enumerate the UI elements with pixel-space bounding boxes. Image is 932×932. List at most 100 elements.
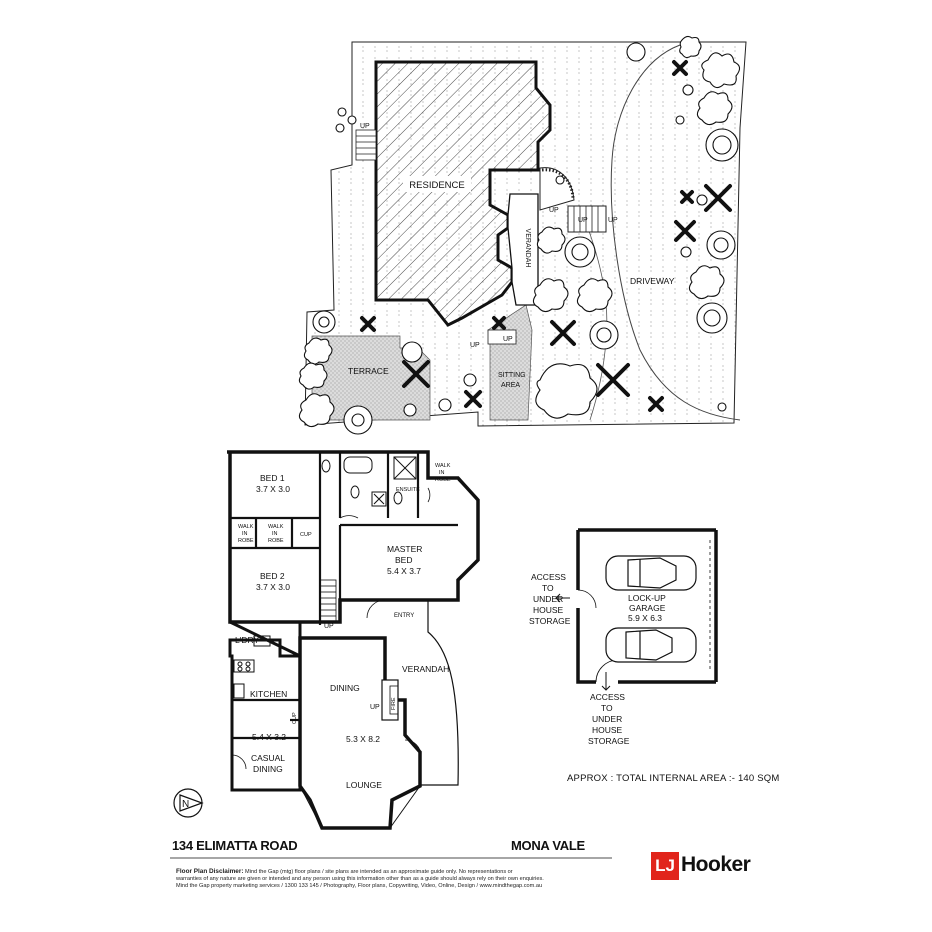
floor-labels: BED 1 3.7 X 3.0 BED 2 3.7 X 3.0 WALK IN … [235,463,451,790]
cup-label: CUP [300,532,312,538]
wir-label-3b: IN [439,470,445,476]
garage-walls [576,528,718,684]
floor-up-1: UP [324,623,334,630]
car-icon-2 [605,627,697,663]
access-2-c: UNDER [592,714,622,724]
garage-plan: LOCK-UP GARAGE 5.9 X 6.3 ACCESS TO UNDER… [529,528,718,746]
access-2-b: TO [601,703,613,713]
bed2-size: 3.7 X 3.0 [256,582,290,592]
wir-label-1: WALK [238,524,254,530]
site-up-2: UP [578,217,588,224]
access-1-b: TO [542,583,554,593]
fire-box [389,685,399,715]
disclaimer-title: Floor Plan Disclaimer: [176,868,244,875]
wir-label-1c: ROBE [238,538,254,544]
kitchen-fixtures [233,635,271,699]
driveway-label: DRIVEWAY [630,276,675,286]
kitchen-wing-wall [228,620,302,792]
access-arrowhead-2 [601,685,611,691]
disclaimer-line-3: Mind the Gap property marketing services… [176,883,543,890]
wir-label-2b: IN [272,531,278,537]
access-1-c: UNDER [533,594,563,604]
lj-logo-mark: LJ [651,852,679,880]
door-swings [231,487,431,770]
cup-label-2: CUP [292,712,298,724]
access-1-d: HOUSE [533,605,564,615]
master-label-2: BED [395,555,412,565]
sitting-stair [487,329,517,345]
access-2-a: ACCESS [590,692,625,702]
access-1-a: ACCESS [531,572,566,582]
ldry-label: L'DRY [235,635,259,645]
floor-plan [227,450,480,830]
garden-crosses [360,60,732,412]
lounge-size: 5.3 X 8.2 [346,734,380,744]
wir-label-2: WALK [268,524,284,530]
site-plan: RESIDENCE VERANDAH UP UP UP UP UP UP DRI… [298,35,747,435]
access-2-e: STORAGE [588,736,630,746]
garage-label-2: GARAGE [629,603,666,613]
bay-window-lines [299,479,479,829]
access-arrowhead-1 [555,593,561,603]
terrace-label: TERRACE [348,366,389,376]
wir-label-2c: ROBE [268,538,284,544]
floor-plan-disclaimer: Floor Plan Disclaimer: Mind the Gap (mtg… [176,868,606,891]
lj-logo-text: Hooker [681,853,751,876]
casual-label-2: DINING [253,764,283,774]
site-up-3: UP [608,217,618,224]
residence-label-bg [403,176,471,192]
lj-hooker-logo: LJ Hooker [651,852,761,880]
bed1-label: BED 1 [260,473,285,483]
site-verandah-label: VERANDAH [524,229,531,268]
site-up-6: UP [503,336,513,343]
kitchen-size: 5.4 X 3.2 [252,732,286,742]
bed2-label: BED 2 [260,571,285,581]
entry-stairs-arc [541,168,575,199]
sitting-label: SITTING [498,372,526,379]
garage-size: 5.9 X 6.3 [628,613,662,623]
floor-verandah-label: VERANDAH [402,664,449,674]
master-size: 5.4 X 3.7 [387,566,421,576]
bathroom-fixtures [321,456,417,507]
area-label: AREA [501,382,520,389]
site-up-1: UP [549,207,559,214]
hall-stairs [319,579,337,623]
garage-label-1: LOCK-UP [628,593,666,603]
access-1-e: STORAGE [529,616,571,626]
north-letter: N [182,799,189,810]
car-icon-1 [605,555,697,591]
floor-up-2: UP [370,704,380,711]
wir-label-1b: IN [242,531,248,537]
access-2-d: HOUSE [592,725,623,735]
kitchen-label: KITCHEN [250,689,287,699]
terrace-paving [311,335,431,421]
wir-label-3: WALK [435,463,451,469]
north-arrow-icon: N [173,788,204,818]
disclaimer-line-1: Mind the Gap (mtg) floor plans / site pl… [245,869,513,875]
garage-door-swing-1 [577,589,597,609]
disclaimer-line-2: warranties of any nature are given or in… [176,876,544,883]
garden-shrubs [298,35,741,428]
bed1-size: 3.7 X 3.0 [256,484,290,494]
residence-label: RESIDENCE [409,180,464,191]
entry-label: ENTRY [394,613,414,619]
master-label-1: MASTER [387,544,422,554]
dining-label: DINING [330,683,360,693]
fire-label: FIRE [391,697,397,710]
property-suburb: MONA VALE [511,838,585,853]
floor-verandah [420,600,459,786]
internal-area: APPROX : TOTAL INTERNAL AREA :- 140 SQM [567,773,780,784]
site-up-5: UP [470,342,480,349]
casual-label-1: CASUAL [251,753,285,763]
property-address: 134 ELIMATTA ROAD [172,838,298,853]
wir-label-3c: ROBE [435,477,451,483]
site-verandah [507,193,539,306]
driveway-edge [610,44,741,421]
lounge-label: LOUNGE [346,780,382,790]
stair-treads [573,206,599,232]
ensuite-label: ENSUITE [396,487,420,493]
site-up-4: UP [360,123,370,130]
side-stairs [355,129,377,161]
garage-door-swing-2 [595,659,619,683]
